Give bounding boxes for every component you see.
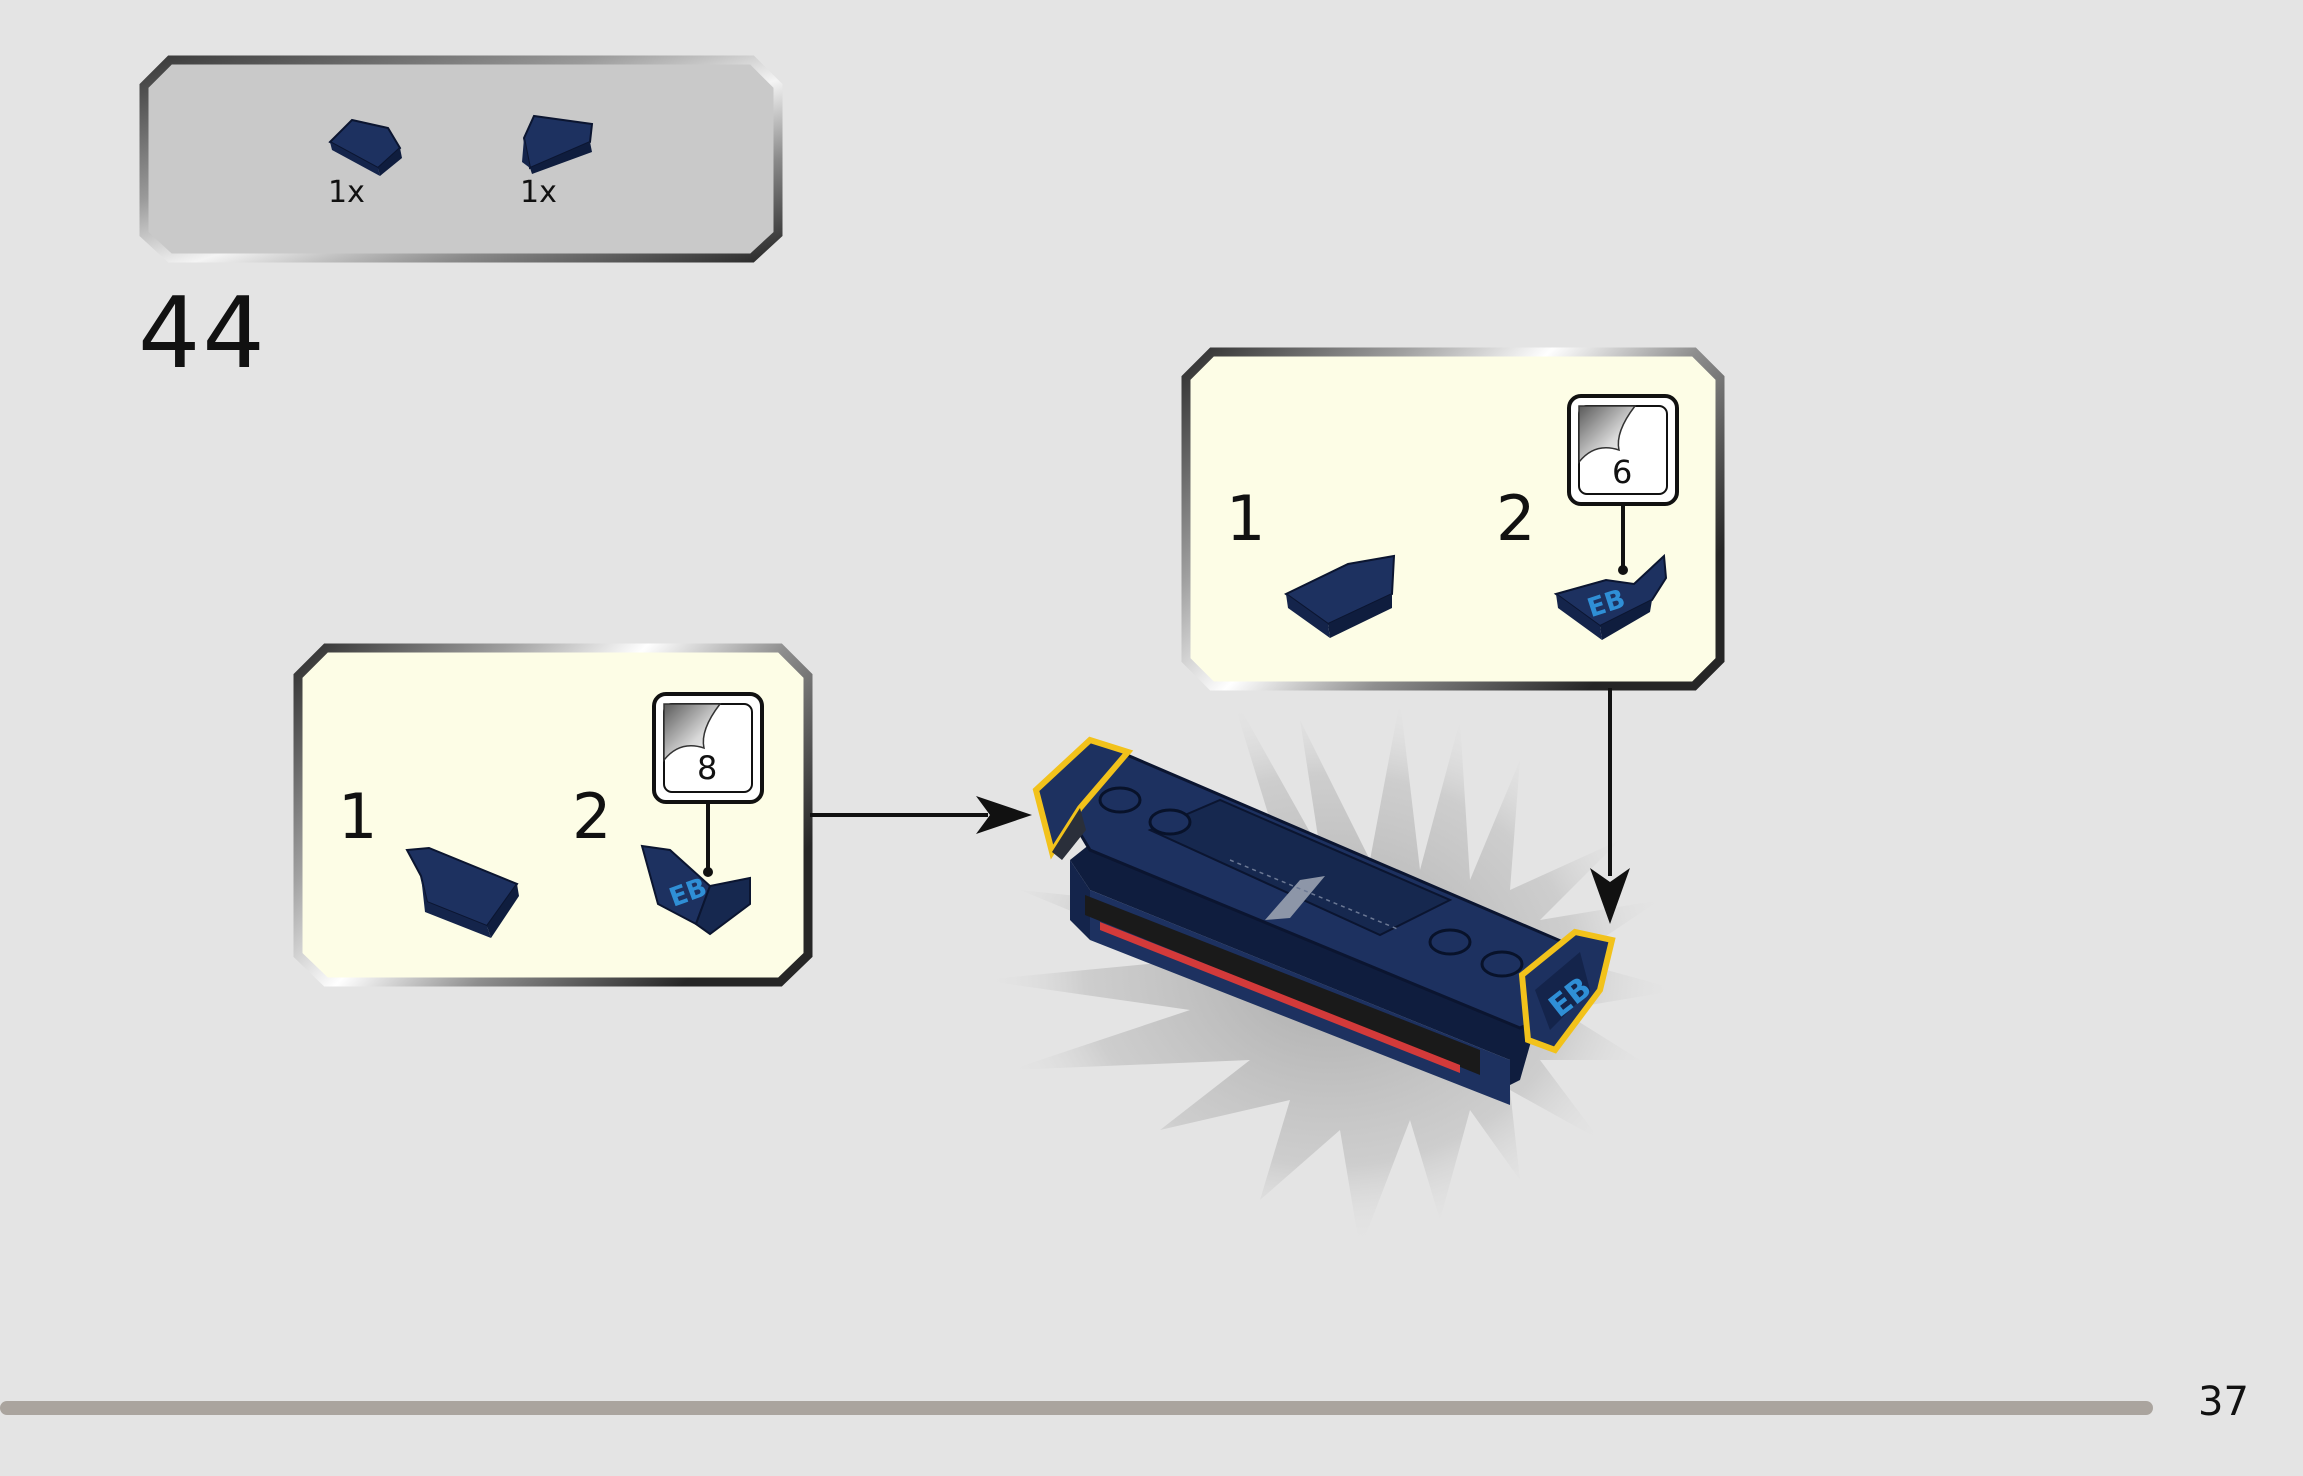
callout-left-substep-1: 1 <box>338 780 378 853</box>
left-end-slope <box>1032 736 1134 860</box>
arrow-top-right-to-model <box>1590 688 1630 924</box>
progress-bar <box>0 1401 2153 1415</box>
arrow-left-to-model <box>810 796 1032 834</box>
tail-light <box>1100 922 1460 1073</box>
studs <box>1098 786 1524 978</box>
part-quantity-1: 1x <box>328 175 365 210</box>
main-model-assembly: EB <box>1032 736 1616 1105</box>
callout-right-piece-2: EB <box>1553 553 1668 640</box>
sticker-indicator-left <box>652 692 764 804</box>
dark-blue-slope-right-icon <box>522 114 594 174</box>
callout-right-substep-2: 2 <box>1496 482 1536 555</box>
page-number: 37 <box>2198 1379 2249 1425</box>
callout-right-substep-1: 1 <box>1226 482 1266 555</box>
callout-left-substep-2: 2 <box>572 780 612 853</box>
dark-blue-slope-left-icon <box>328 118 402 176</box>
callout-box-left: EB <box>293 643 813 987</box>
sticker-indicator-top-right <box>1567 394 1679 506</box>
callout-left-piece-1 <box>405 846 519 938</box>
callout-right-piece-1 <box>1284 554 1396 638</box>
callout-left-sticker-number: 8 <box>697 749 718 787</box>
right-end-slope: EB <box>1518 928 1616 1054</box>
callout-box-top-right: EB <box>1181 347 1725 691</box>
callout-right-sticker-number: 6 <box>1612 453 1633 491</box>
part-quantity-2: 1x <box>520 175 557 210</box>
parts-list-box <box>139 55 783 263</box>
step-number: 44 <box>138 277 267 391</box>
center-emblem <box>1265 876 1325 920</box>
callout-left-piece-2: EB <box>640 844 751 936</box>
